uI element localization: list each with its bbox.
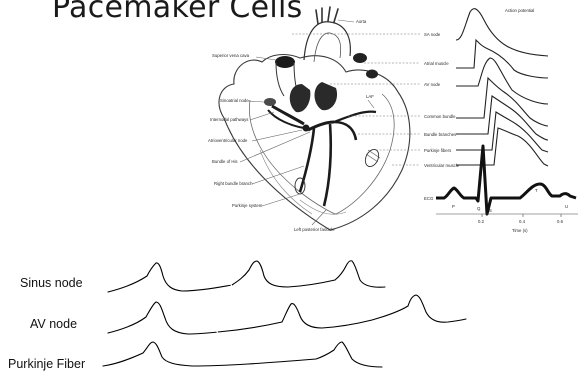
lead-svc	[256, 57, 276, 60]
label-left-posterior-fascicle: Left posterior fascicle	[294, 227, 335, 232]
ap-row-label-2: Atrial muscle	[424, 61, 449, 66]
aortic-arch	[304, 22, 350, 60]
pacemaker-traces	[103, 261, 466, 367]
trace-av-node-3	[408, 295, 466, 322]
lead-avnode	[252, 130, 302, 141]
ap-trace-sa-node	[456, 9, 548, 56]
label-bundle-of-his: Bundle of His	[212, 159, 238, 164]
ap-row-label-1: SA node	[424, 32, 441, 37]
valve-right	[315, 82, 338, 110]
trace-sinus-node-2	[232, 261, 335, 287]
ap-row-label-4: Common bundle	[424, 114, 456, 119]
label-sinoatrial-node: Sinoatrial node	[220, 98, 249, 103]
ap-row-label-3: AV node	[424, 82, 441, 87]
label-aorta: Aorta	[356, 19, 367, 24]
ap-row-label-6: Purkinje fibers	[424, 148, 451, 153]
time-tick-3: 0.6	[557, 219, 564, 224]
lead-laf	[368, 100, 374, 108]
trace-label-sinus-node: Sinus node	[20, 276, 83, 290]
trace-purkinje-fiber	[103, 342, 382, 367]
left-bundle-branch	[334, 122, 356, 140]
valve-left	[290, 84, 311, 112]
ecg-wave-p: P	[452, 204, 455, 209]
label-laf: LAF	[366, 94, 374, 99]
lead-his	[240, 132, 310, 162]
lead-aorta	[338, 20, 354, 22]
ap-row-label-5: Bundle branches	[424, 132, 456, 137]
label-atrioventricular-node: Atrioventricular node	[208, 138, 248, 143]
label-right-bundle-branch: Right bundle branch	[214, 181, 253, 186]
ecg-wave-q: Q	[477, 206, 481, 211]
left-anterior-fascicle	[334, 112, 376, 122]
trace-label-purkinje-fiber: Purkinje Fiber	[8, 357, 85, 371]
heart-diagram: Aorta Superior vena cava Sinoatrial node…	[208, 7, 410, 232]
pulmonary-vein-b	[366, 70, 378, 79]
ap-panel-title: Action potential	[505, 8, 534, 13]
pulmonary-vein-a	[353, 53, 367, 63]
sa-node	[264, 98, 276, 106]
lead-purkinje	[262, 194, 300, 206]
trace-av-node-1	[108, 302, 218, 334]
ap-row-label-7: Ventricular muscle	[424, 163, 460, 168]
time-axis-ticks	[482, 214, 561, 217]
label-purkinje-system: Purkinje system	[232, 203, 263, 208]
lead-sinoatrial	[248, 101, 264, 102]
ap-trace-av-node	[456, 58, 548, 104]
trace-av-node-2	[218, 304, 408, 332]
trace-label-av-node: AV node	[30, 317, 77, 331]
ecg-trace	[436, 146, 576, 214]
right-bundle-branch-path	[300, 128, 314, 192]
label-internodal-pathways: Internodal pathways	[210, 117, 248, 122]
superior-vena-cava	[275, 56, 295, 68]
ecg-label: ECG	[424, 196, 434, 201]
time-tick-2: 0.4	[519, 219, 526, 224]
trace-sinus-node-3	[335, 261, 385, 288]
lead-internodal	[250, 112, 274, 120]
label-superior-vena-cava: Superior vena cava	[212, 53, 250, 58]
ecg-wave-t: T	[535, 188, 538, 193]
left-posterior-fascicle-path	[324, 124, 331, 206]
ecg-wave-s: S	[489, 208, 492, 213]
time-tick-1: 0.2	[478, 219, 485, 224]
ecg-wave-u: U	[565, 204, 568, 209]
trace-sinus-node-1	[108, 263, 232, 292]
time-axis-label: Time (s)	[512, 228, 528, 233]
